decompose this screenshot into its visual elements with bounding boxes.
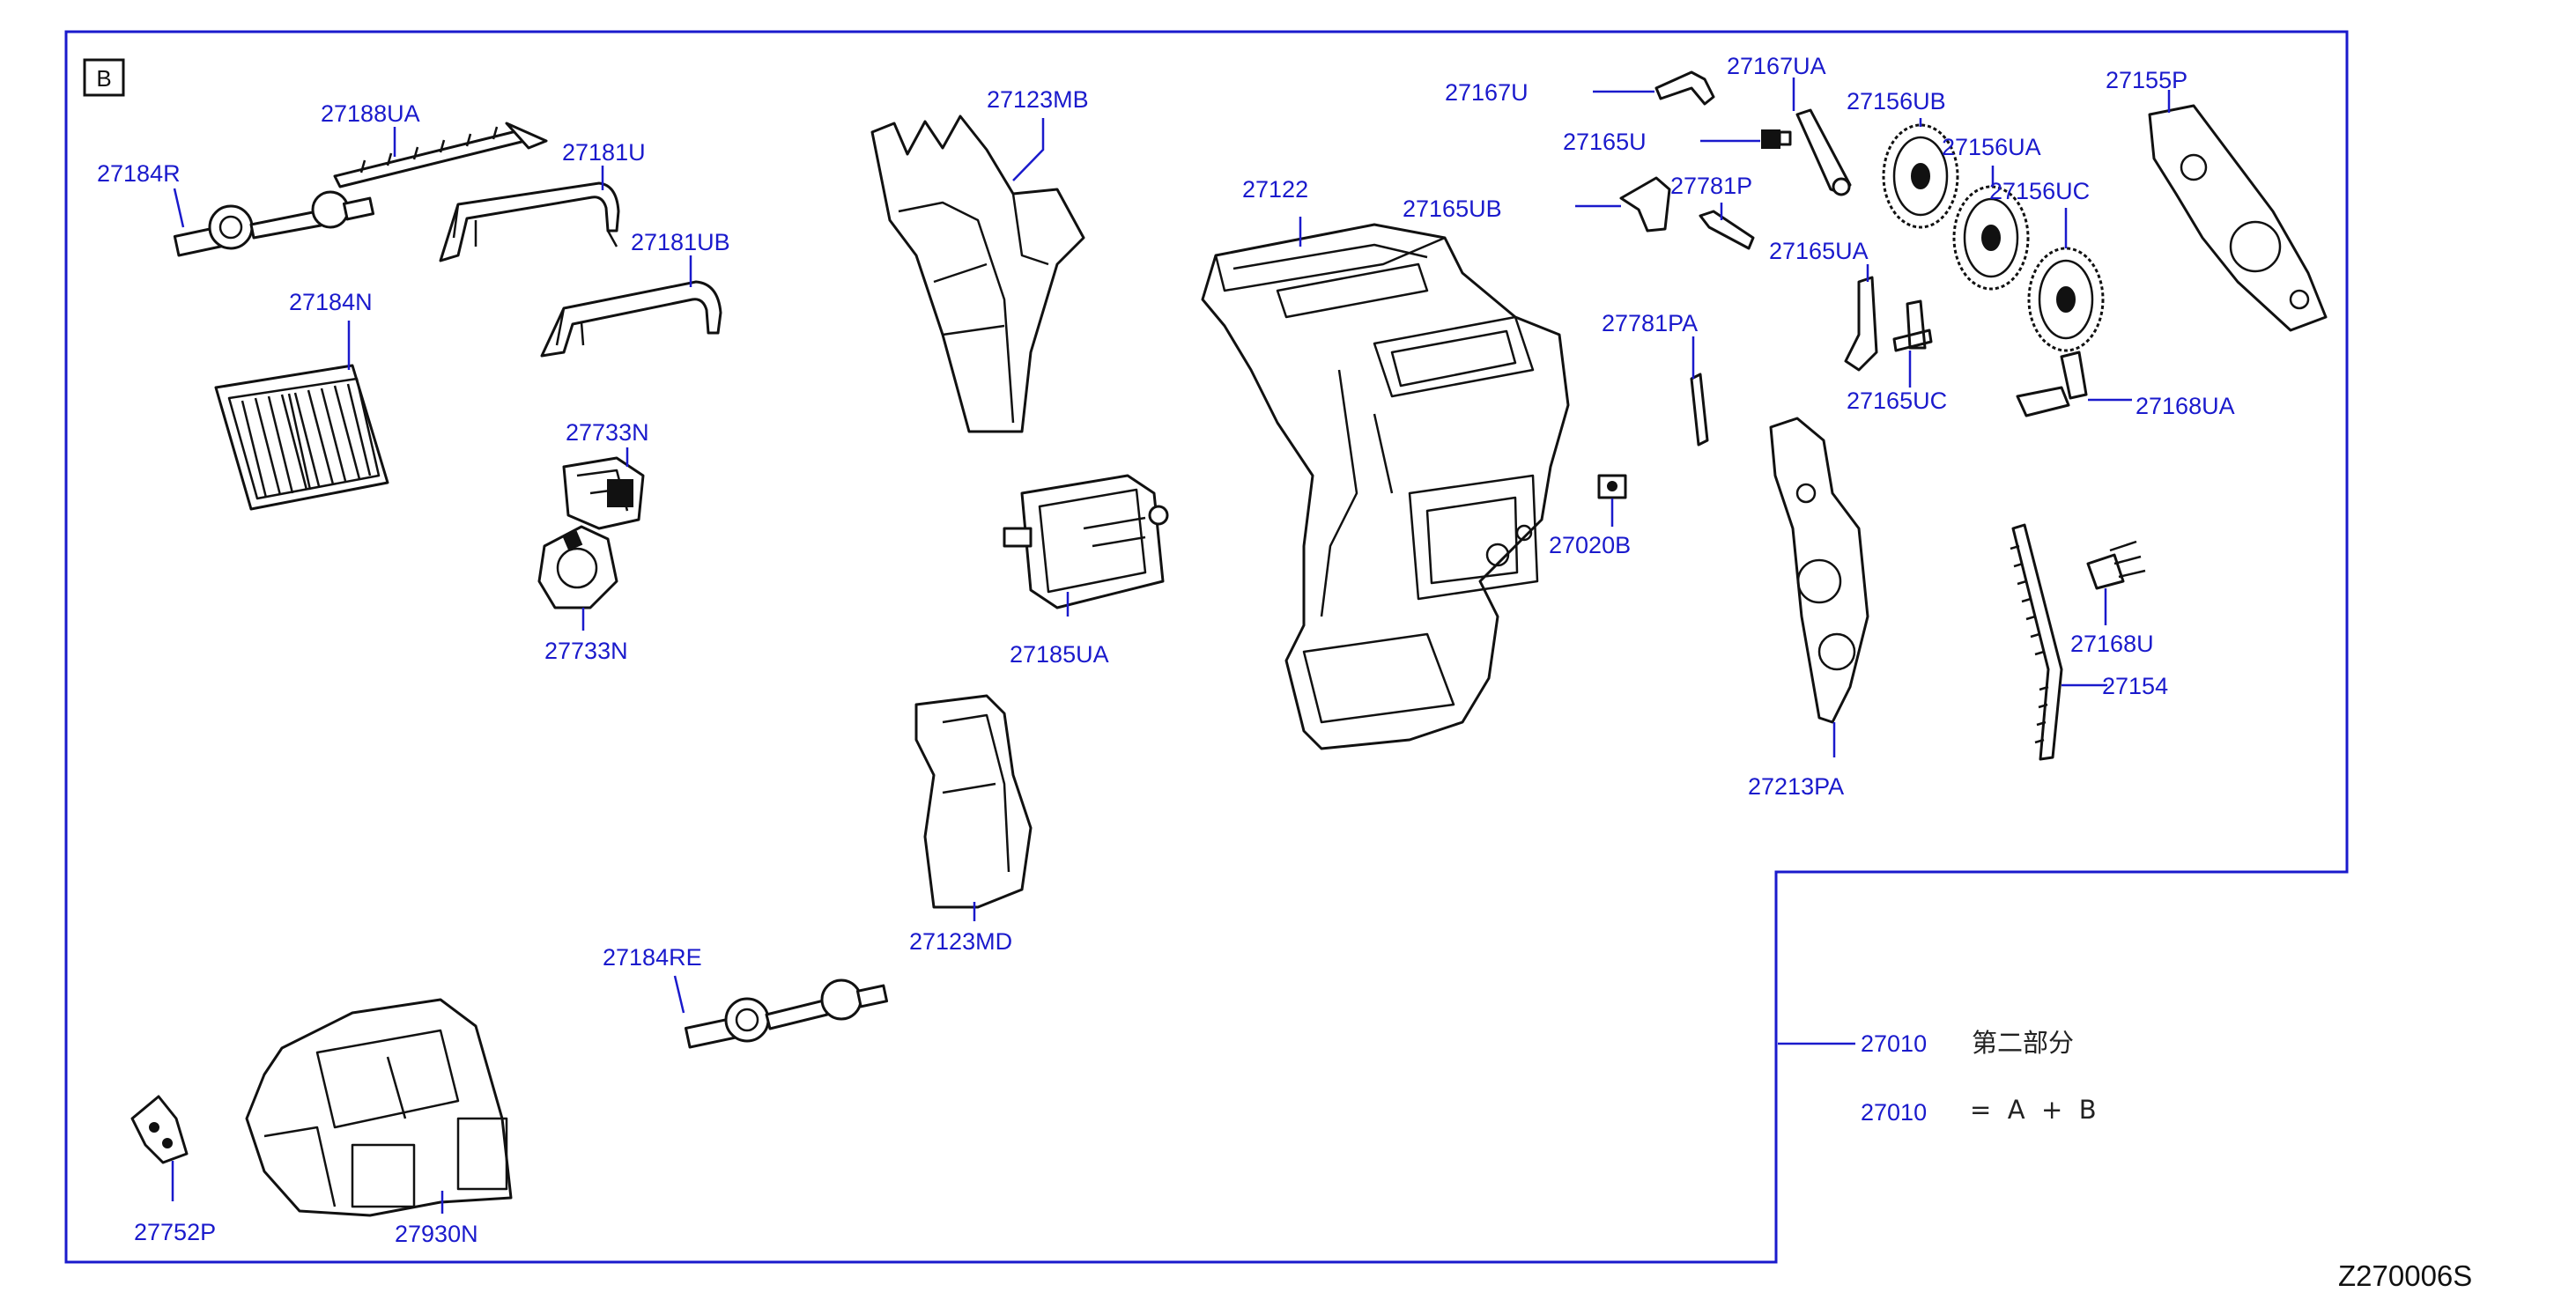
part-27167UA-drawing [1795, 108, 1852, 196]
label-27184N: 27184N [289, 289, 373, 315]
part-27184N-drawing [214, 364, 389, 511]
part-labels: 27188UA 27184R 27181U 27181UB 27184N 277… [97, 53, 2235, 1247]
label-27733N-bottom: 27733N [544, 638, 628, 664]
part-27156UC-drawing [2027, 247, 2105, 352]
part-27733N-top-drawing [562, 456, 645, 530]
part-27020B-drawing [1597, 474, 1627, 499]
part-27188UA-drawing [333, 122, 548, 188]
note-line2-text: = A + B [1970, 1095, 2097, 1125]
part-27165UB-drawing [1619, 176, 1671, 233]
note-line1-code: 27010 [1861, 1030, 1927, 1057]
label-27168UA: 27168UA [2136, 393, 2235, 419]
part-27123MD-drawing [914, 694, 1033, 909]
label-27181U: 27181U [562, 139, 646, 166]
label-27213PA: 27213PA [1748, 773, 1844, 800]
label-27185UA: 27185UA [1010, 641, 1109, 668]
note-line1-text: 第二部分 [1972, 1028, 2074, 1058]
part-27165UA-drawing [1844, 276, 1878, 372]
diagram-reference: Z270006S [2338, 1259, 2472, 1292]
label-27184R: 27184R [97, 160, 181, 187]
part-27122-drawing [1201, 223, 1570, 750]
label-27123MD: 27123MD [909, 928, 1012, 955]
label-27165U: 27165U [1563, 129, 1647, 155]
part-27167U-drawing [1654, 70, 1715, 106]
part-27168U-drawing [2086, 540, 2146, 590]
label-27781P: 27781P [1670, 173, 1752, 199]
part-27185UA-drawing [1003, 474, 1169, 609]
part-27154-drawing [2010, 523, 2063, 761]
label-27165UB: 27165UB [1403, 196, 1502, 222]
part-27733N-bottom-drawing [537, 525, 618, 609]
part-27168UA-drawing [2016, 351, 2088, 417]
label-27188UA: 27188UA [321, 100, 420, 127]
label-27167U: 27167U [1445, 79, 1529, 106]
label-27168U: 27168U [2070, 631, 2154, 657]
label-27184RE: 27184RE [603, 944, 702, 971]
label-27752P: 27752P [134, 1219, 216, 1245]
note-line2-code: 27010 [1861, 1099, 1927, 1126]
part-27156UA-drawing [1952, 185, 2030, 291]
section-letter: B [96, 65, 111, 92]
part-27181U-drawing [439, 181, 620, 262]
part-27181UB-drawing [540, 280, 722, 358]
label-27156UA: 27156UA [1942, 134, 2041, 160]
label-27165UA: 27165UA [1769, 238, 1869, 264]
label-27781PA: 27781PA [1602, 310, 1698, 336]
part-27165U-drawing [1761, 129, 1792, 149]
label-27122: 27122 [1242, 176, 1308, 203]
part-27752P-drawing [130, 1095, 189, 1164]
label-27733N-top: 27733N [566, 419, 649, 446]
label-27167UA: 27167UA [1727, 53, 1826, 79]
label-27154: 27154 [2102, 673, 2168, 699]
label-27181UB: 27181UB [631, 229, 730, 255]
assembly-notes: 27010 第二部分 27010 = A + B [1861, 1028, 2097, 1126]
part-27184R-drawing [173, 190, 375, 257]
label-27123MB: 27123MB [987, 86, 1089, 113]
part-27155P-drawing [2148, 104, 2328, 332]
part-27184RE-drawing [684, 978, 889, 1049]
section-letter-box: B [83, 58, 125, 97]
part-27781P-drawing [1699, 210, 1755, 250]
section-border [64, 30, 2349, 1264]
leader-lines [171, 78, 2171, 1214]
part-27781PA-drawing [1690, 373, 1709, 447]
part-27213PA-drawing [1769, 417, 1869, 724]
part-27165UC-drawing [1892, 299, 1933, 352]
label-27155P: 27155P [2106, 67, 2187, 93]
label-27165UC: 27165UC [1847, 388, 1947, 414]
label-27156UB: 27156UB [1847, 88, 1946, 114]
label-27156UC: 27156UC [1989, 178, 2090, 204]
part-27930N-drawing [245, 998, 513, 1217]
part-27156UB-drawing [1882, 123, 1959, 229]
part-27123MB-drawing [870, 114, 1085, 433]
label-27930N: 27930N [395, 1221, 478, 1247]
label-27020B: 27020B [1549, 532, 1631, 558]
